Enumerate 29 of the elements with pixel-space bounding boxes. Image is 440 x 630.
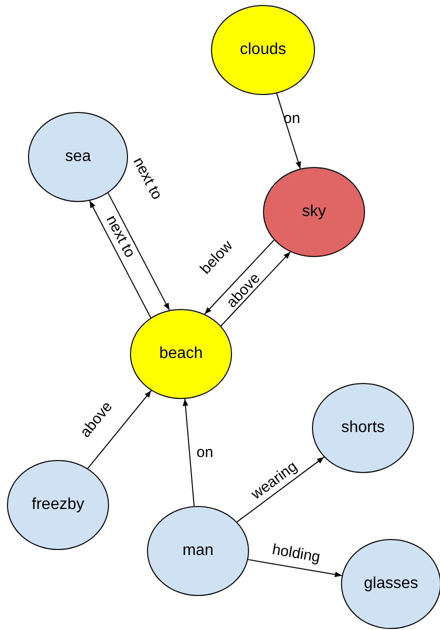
node-label: glasses <box>364 575 418 593</box>
arrow <box>220 251 291 326</box>
edge-label: next to <box>130 154 164 202</box>
node-label: sea <box>65 148 91 166</box>
arrow <box>87 390 152 469</box>
node-ellipse <box>7 460 109 550</box>
node-ellipse <box>211 5 315 95</box>
node-label: freezby <box>32 496 84 514</box>
node-ellipse <box>263 167 365 257</box>
node-label: shorts <box>341 419 385 437</box>
arrow <box>248 559 342 578</box>
node-label: clouds <box>240 41 286 59</box>
node-label: man <box>182 542 214 560</box>
node-ellipse <box>28 112 128 202</box>
node-ellipse <box>130 309 232 399</box>
edge-label: on <box>196 444 214 460</box>
edge-label: holding <box>271 542 322 564</box>
arrow <box>204 240 275 315</box>
edge-label: next to <box>102 212 138 260</box>
node-label: sky <box>302 203 326 221</box>
arrow <box>108 192 170 311</box>
arrow <box>236 456 325 522</box>
arrow <box>182 398 195 507</box>
node-ellipse <box>147 506 249 596</box>
node-ellipse <box>312 383 414 473</box>
node-label: beach <box>159 345 203 363</box>
edge-label: on <box>284 110 300 126</box>
arrow <box>276 92 301 170</box>
arrow <box>89 200 152 318</box>
